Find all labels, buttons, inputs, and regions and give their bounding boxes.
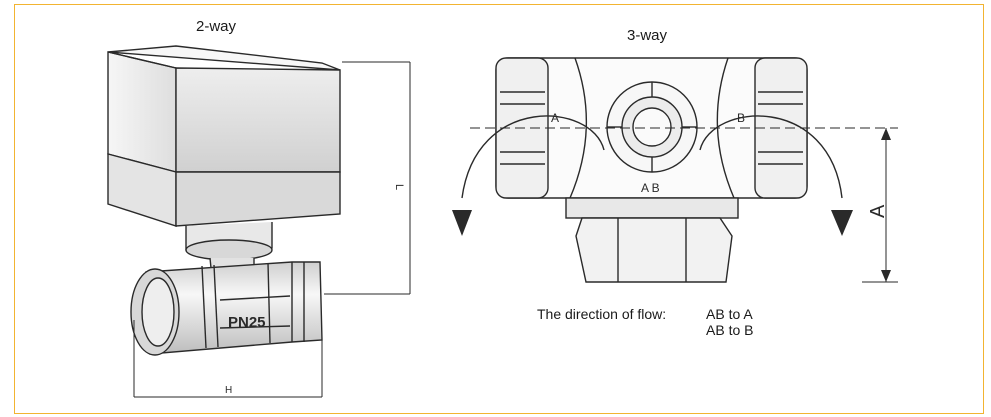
actuator-left-face: [107, 51, 177, 173]
flow-direction-ab-to-b: AB to B: [706, 322, 754, 338]
two-way-title: 2-way: [196, 18, 237, 35]
dim-arrow-bottom: [881, 270, 891, 282]
body-marking: PN25: [228, 314, 266, 331]
flow-arc-right: [699, 115, 843, 199]
flow-arrow-right: [831, 210, 853, 236]
dim-arrow-top: [881, 128, 891, 140]
figure-frame: [14, 4, 984, 414]
bottom-nut: [575, 217, 733, 283]
port-ab-label: A B: [641, 181, 660, 195]
actuator-top-face: [107, 45, 341, 71]
three-way-valve: [461, 57, 898, 283]
dimension-a-label: A: [867, 204, 889, 218]
two-way-valve: [107, 45, 411, 398]
bottom-flange: [565, 197, 739, 219]
dimension-l-label: L: [393, 184, 405, 190]
dimension-h-label: H: [225, 385, 232, 396]
three-way-title: 3-way: [627, 27, 668, 44]
port-a-label: A: [551, 111, 559, 125]
flow-direction-ab-to-a: AB to A: [706, 306, 753, 322]
actuator-right-face: [175, 67, 341, 173]
port-b-label: B: [737, 111, 745, 125]
flow-direction-label: The direction of flow:: [537, 306, 667, 322]
flow-arc-left: [461, 115, 605, 199]
actuator-band-right: [175, 171, 341, 227]
flow-arrow-left: [452, 210, 472, 236]
